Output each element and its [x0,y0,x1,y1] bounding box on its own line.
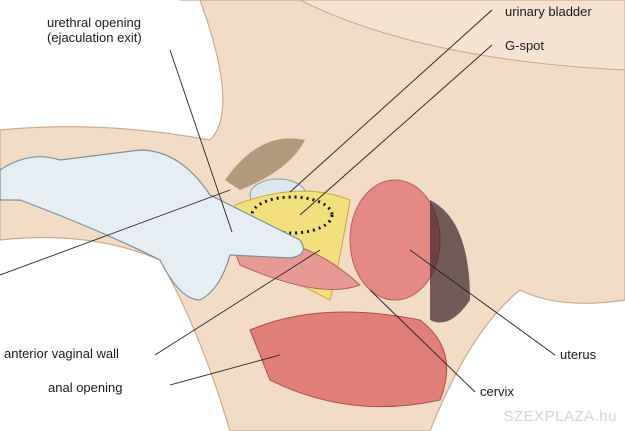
gloved-hand [0,149,304,301]
pubic-hair [225,138,305,190]
label-urinary-bladder: urinary bladder [505,4,592,19]
leader-urethral-opening [169,49,233,233]
label-cervix: cervix [480,384,514,399]
label-anal-opening: anal opening [48,380,123,395]
label-g-spot: G-spot [505,38,545,53]
leader-g-spot [299,44,493,216]
reference-line [0,189,231,276]
watermark: SZEXPLAZA.hu [503,408,617,425]
label-uterus: uterus [560,347,597,362]
label-urethral-opening-line1: urethral opening [47,15,141,30]
uterus-shape [349,179,441,301]
label-urethral-opening: urethral opening (ejaculation exit) [47,15,142,45]
leader-anal-opening [169,354,281,386]
g-spot-marker [250,195,334,235]
rectum-shape [249,311,448,408]
label-anterior-vaginal-wall: anterior vaginal wall [4,346,119,361]
leader-lines [0,9,556,393]
label-urethral-opening-line2: (ejaculation exit) [47,30,142,45]
thigh-upper [299,0,625,71]
leader-anterior-vaginal-wall [154,249,321,356]
leader-urinary-bladder [289,9,493,193]
dark-cavity [430,200,470,323]
leader-uterus [409,249,556,356]
leader-cervix [369,289,476,393]
